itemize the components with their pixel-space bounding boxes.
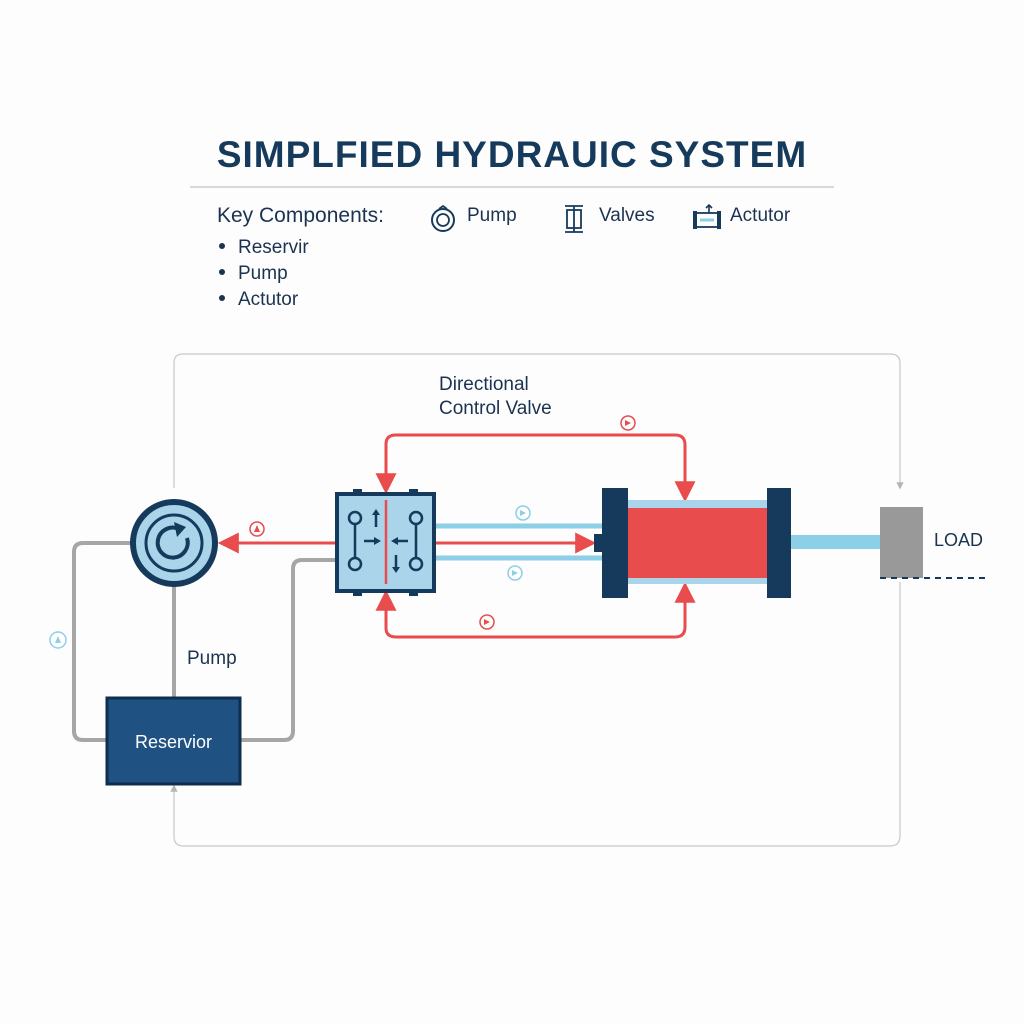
bullet-dot xyxy=(219,268,225,275)
flow-indicators xyxy=(49,415,636,649)
valve-label-line1: Directional xyxy=(439,374,529,395)
bullet-item: Pump xyxy=(219,263,288,285)
legend-heading: Key Components: xyxy=(217,204,384,227)
directional-control-valve xyxy=(335,489,436,596)
valve-label-line2: Control Valve xyxy=(439,398,552,419)
pump-icon xyxy=(431,204,455,232)
load xyxy=(880,507,988,579)
bullet-text: Actutor xyxy=(238,289,299,310)
flow-indicator xyxy=(249,521,265,537)
outer-return-loop xyxy=(170,353,904,847)
flow-indicator xyxy=(620,415,636,431)
legend-label: Valves xyxy=(599,205,655,226)
load-label: LOAD xyxy=(934,530,984,550)
supply-lines xyxy=(434,523,602,561)
pressure-lines xyxy=(217,433,696,639)
return-lines xyxy=(72,541,337,742)
actuator-cylinder xyxy=(594,488,880,598)
pump xyxy=(130,499,218,587)
bullet-item: Reservir xyxy=(219,237,309,259)
bullet-text: Pump xyxy=(238,263,288,284)
bullet-text: Reservir xyxy=(238,237,309,258)
legend-label: Pump xyxy=(467,205,517,226)
legend-label: Actutor xyxy=(730,205,791,226)
flow-indicator xyxy=(507,565,523,581)
bullet-item: Actutor xyxy=(219,289,298,311)
piston-rod xyxy=(791,535,880,549)
page-title: SIMPLFIED HYDRAUIC SYSTEM xyxy=(216,134,808,175)
flow-indicator xyxy=(49,631,67,649)
flow-indicator xyxy=(479,614,495,630)
bullet-dot xyxy=(219,294,225,301)
pump-label: Pump xyxy=(187,648,237,669)
reservoir-label: Reservior xyxy=(134,732,213,752)
valve-icon xyxy=(565,205,583,233)
reservoir xyxy=(105,696,242,786)
bullet-dot xyxy=(219,242,225,249)
flow-indicator xyxy=(515,505,531,521)
actuator-icon xyxy=(693,204,721,229)
